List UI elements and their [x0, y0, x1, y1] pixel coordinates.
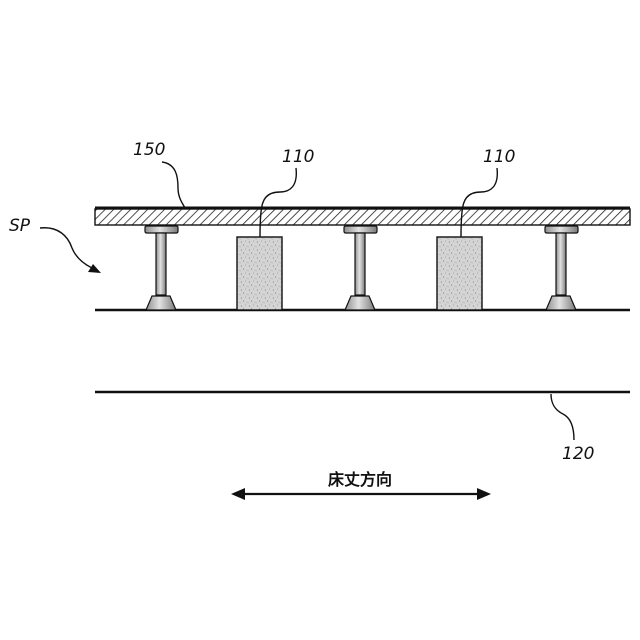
leader-110-left — [260, 168, 296, 237]
double-headed-arrow-icon — [231, 488, 491, 500]
floor-panel — [95, 208, 630, 225]
label-sp: SP — [9, 216, 31, 236]
label-120: 120 — [562, 444, 594, 464]
pedestal-support-2 — [344, 226, 377, 310]
pedestal-support-3 — [545, 226, 578, 310]
pedestal-support-1 — [145, 226, 178, 310]
label-110-right: 110 — [483, 147, 515, 167]
label-150: 150 — [133, 140, 165, 160]
block-110-left — [237, 237, 282, 310]
block-110-right — [437, 237, 482, 310]
label-110-left: 110 — [282, 147, 314, 167]
direction-label: 床丈方向 — [328, 470, 392, 489]
leader-120 — [551, 394, 574, 440]
leader-110-right — [461, 168, 497, 237]
curved-arrow-icon — [40, 228, 101, 273]
leader-150 — [162, 162, 185, 208]
